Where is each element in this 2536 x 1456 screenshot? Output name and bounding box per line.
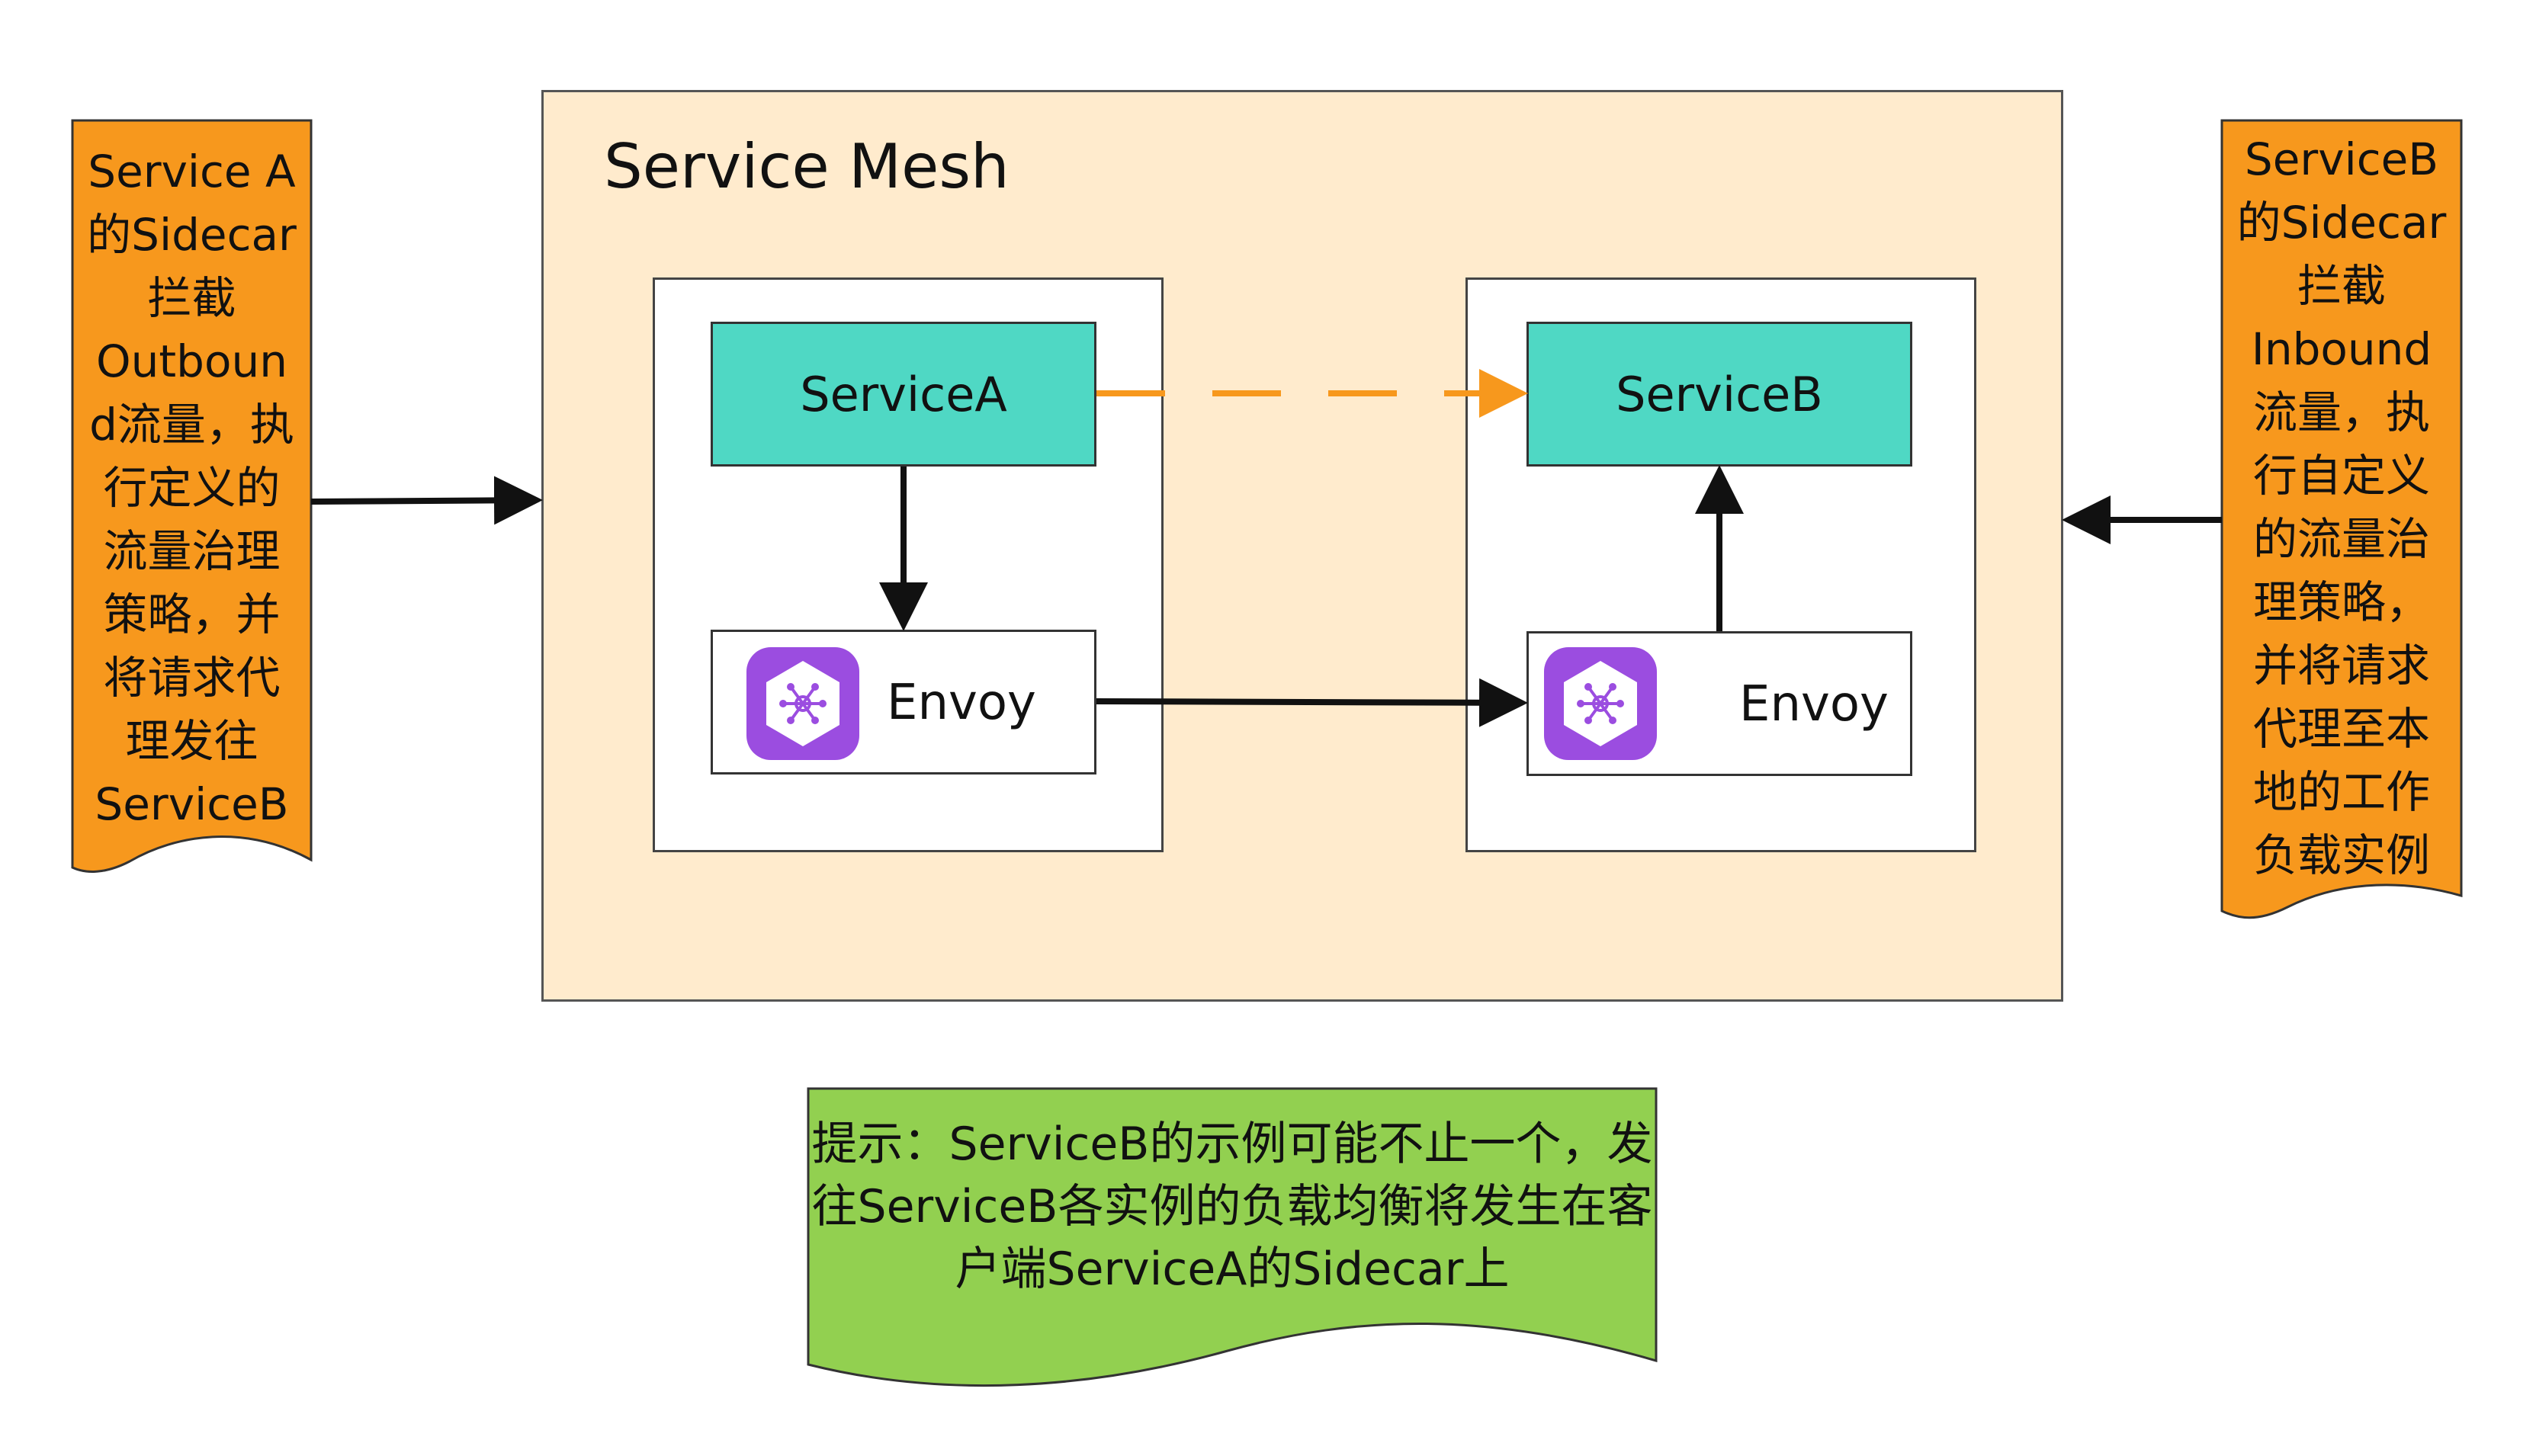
hint-line: 户端ServiceA的Sidecar上 (955, 1243, 1510, 1296)
service-b-box: ServiceB (1526, 322, 1912, 467)
note-left-shape (71, 119, 313, 873)
service-b-label: ServiceB (1616, 366, 1823, 422)
note-right-line: Inbound (2251, 323, 2432, 375)
hint-shape (807, 1087, 1658, 1387)
hint-line: 提示：ServiceB的示例可能不止一个，发 (811, 1118, 1653, 1171)
note-right-line: 拦截 (2297, 260, 2386, 312)
hint-text: 提示：ServiceB的示例可能不止一个，发 往ServiceB各实例的负载均衡… (811, 1113, 1653, 1300)
note-left-line: 行定义的 (103, 462, 281, 514)
note-right-line: 代理至本 (2252, 703, 2430, 755)
envoy-logo-icon (746, 647, 859, 760)
note-right-line: 的Sidecar (2236, 197, 2447, 249)
note-right-line: 并将请求 (2252, 640, 2430, 691)
note-left-line: Outboun (96, 335, 287, 387)
arrow-envoy-a-to-envoy-b (1096, 678, 1528, 727)
note-right-line: 理策略， (2252, 576, 2430, 628)
note-right-line: 负载实例 (2252, 829, 2430, 881)
note-left-line: 策略，并 (103, 588, 281, 640)
service-mesh-title: Service Mesh (604, 131, 1010, 202)
note-right-line: 流量，执 (2252, 386, 2430, 438)
note-right-line: 地的工作 (2252, 766, 2430, 818)
note-left-text: Service A 的Sidecar 拦截 Outboun d流量，执 行定义的… (72, 140, 311, 836)
note-left-line: 的Sidecar (87, 209, 297, 261)
note-left-line: 拦截 (147, 272, 236, 324)
envoy-a-label: Envoy (887, 675, 1036, 731)
arrow-left-note-to-mesh (310, 476, 543, 525)
note-right-line: 行自定义 (2252, 450, 2430, 502)
envoy-b-label: Envoy (1739, 676, 1889, 733)
service-a-box: ServiceA (711, 322, 1096, 467)
note-left-line: 将请求代 (103, 652, 281, 704)
note-right-shape (2220, 119, 2463, 919)
service-a-label: ServiceA (800, 366, 1007, 422)
note-left-line: 流量治理 (103, 525, 281, 577)
envoy-logo-icon (1544, 647, 1657, 760)
hint-line: 往ServiceB各实例的负载均衡将发生在客 (811, 1180, 1653, 1233)
note-left-line: Service A (88, 146, 296, 197)
note-right-line: ServiceB (2244, 133, 2439, 185)
note-left-line: d流量，执 (89, 399, 294, 451)
note-right-text: ServiceB 的Sidecar 拦截 Inbound 流量，执 行自定义 的… (2222, 128, 2461, 887)
note-left-line: 理发往 (125, 715, 258, 767)
envoy-b-box: Envoy (1526, 631, 1912, 776)
note-right-line: 的流量治 (2252, 513, 2430, 565)
note-left-line: ServiceB (95, 778, 289, 830)
